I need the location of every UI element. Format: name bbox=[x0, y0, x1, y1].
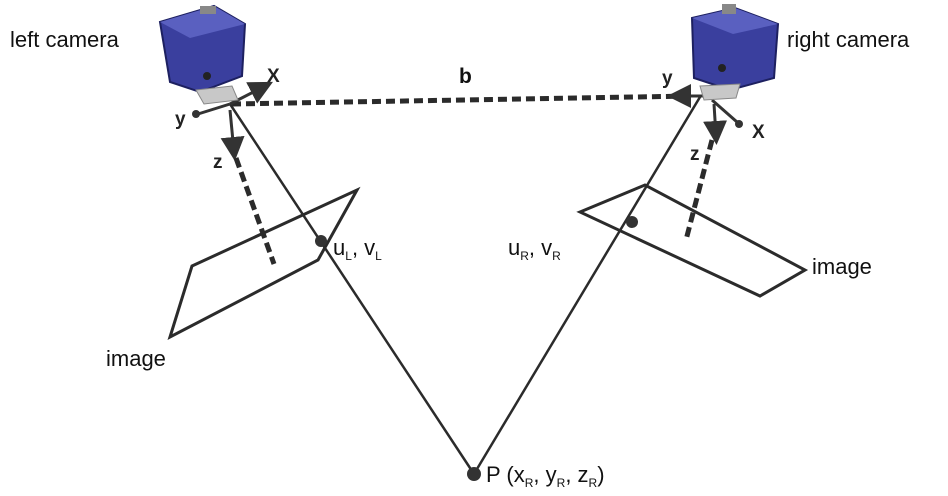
right-x-axis-tip bbox=[735, 120, 743, 128]
right-camera bbox=[690, 4, 780, 101]
right-camera-top bbox=[692, 8, 778, 34]
left-y-axis-tip bbox=[192, 110, 200, 118]
right-x-axis bbox=[711, 98, 738, 124]
right-image-plane bbox=[576, 183, 809, 298]
world-point-label: P (xR, yR, zR) bbox=[486, 462, 605, 490]
right-image-coords: uR, vR bbox=[508, 235, 561, 263]
left-x-axis-label: X bbox=[267, 66, 280, 87]
left-z-axis bbox=[220, 109, 245, 161]
left-image-label: image bbox=[106, 346, 166, 371]
left-camera-connector bbox=[200, 6, 216, 14]
left-camera bbox=[158, 4, 247, 105]
left-camera-mount bbox=[195, 85, 239, 105]
left-optical-axis-dashed bbox=[233, 157, 277, 265]
right-z-axis bbox=[703, 103, 728, 145]
left-image-point bbox=[315, 235, 327, 247]
right-z-axis-label: z bbox=[690, 144, 700, 165]
right-y-axis-label: y bbox=[662, 68, 673, 89]
left-x-axis bbox=[229, 81, 274, 106]
left-camera-axes bbox=[192, 81, 277, 265]
right-projection-ray bbox=[472, 96, 702, 475]
right-optical-axis-dashed bbox=[683, 139, 715, 241]
world-point-p bbox=[467, 467, 481, 481]
left-y-axis bbox=[197, 102, 231, 116]
left-y-axis-label: y bbox=[175, 109, 186, 130]
right-x-axis-label: X bbox=[752, 122, 765, 143]
right-image-label: image bbox=[812, 254, 872, 279]
right-camera-mount bbox=[699, 83, 741, 101]
right-camera-connector bbox=[722, 4, 736, 14]
left-camera-screw bbox=[203, 72, 211, 80]
left-projection-ray bbox=[228, 103, 476, 475]
left-z-axis-label: z bbox=[213, 152, 223, 173]
right-camera-label: right camera bbox=[787, 27, 910, 52]
left-camera-top bbox=[160, 6, 245, 38]
baseline-label: b bbox=[459, 65, 472, 88]
left-image-plane bbox=[167, 186, 361, 340]
baseline-line bbox=[231, 93, 693, 107]
left-camera-label: left camera bbox=[10, 27, 120, 52]
right-camera-screw bbox=[718, 64, 726, 72]
right-image-point bbox=[626, 216, 638, 228]
left-image-coords: uL, vL bbox=[333, 235, 382, 263]
